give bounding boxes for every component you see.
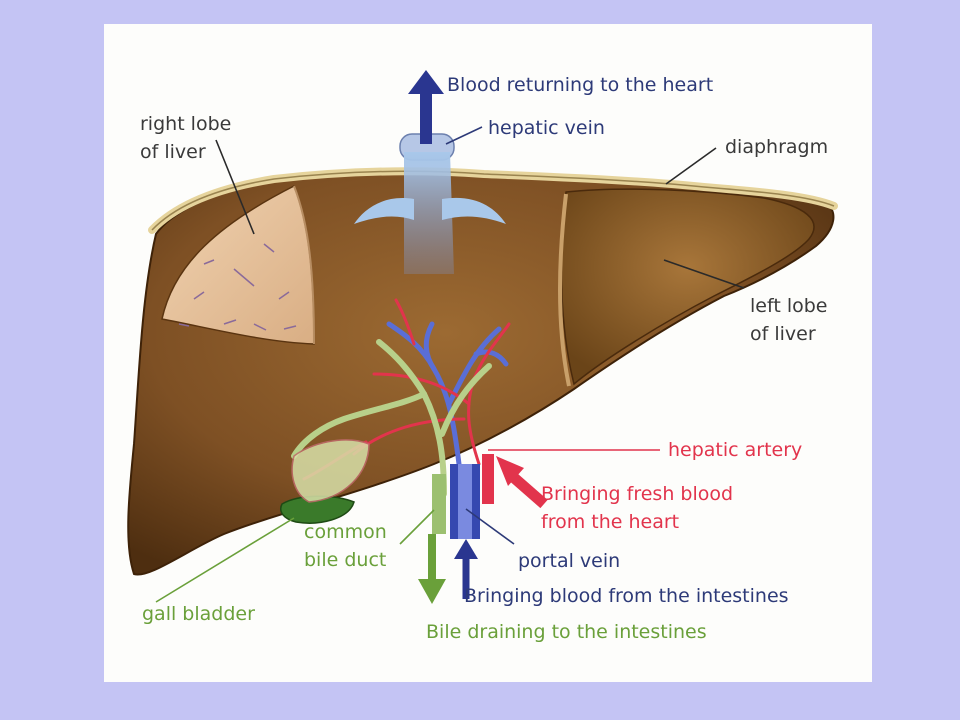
- label-fresh-blood-1: Bringing fresh blood: [541, 483, 734, 505]
- leader-left-lobe: [663, 259, 745, 289]
- diagram-panel: Blood returning to the heart hepatic vei…: [104, 24, 872, 682]
- label-left-lobe-1: left lobe: [750, 295, 828, 317]
- label-blood-returning: Blood returning to the heart: [447, 74, 714, 96]
- left-lobe: [560, 188, 815, 386]
- label-hepatic-artery: hepatic artery: [668, 439, 803, 461]
- leader-portal-vein: [465, 508, 515, 545]
- label-hepatic-vein: hepatic vein: [488, 117, 605, 139]
- falciform-ligament: [558, 193, 571, 387]
- leader-right-lobe: [215, 139, 255, 235]
- lobule-marks: [178, 243, 297, 331]
- label-blood-intestines: Bringing blood from the intestines: [464, 585, 789, 607]
- leader-hepatic-vein: [445, 126, 483, 145]
- liver-diagram: [127, 70, 838, 604]
- common-bile-duct: [432, 474, 446, 534]
- label-left-lobe-2: of liver: [750, 323, 816, 345]
- leader-common-bile-duct: [399, 509, 435, 545]
- label-fresh-blood-2: from the heart: [541, 511, 680, 533]
- fresh-blood-arrow: [508, 471, 548, 509]
- hepatic-artery-trunk: [482, 454, 494, 504]
- bile-duct-branches: [291, 339, 492, 497]
- label-common-bile-2: bile duct: [304, 549, 387, 571]
- hepatic-vein: [404, 152, 454, 274]
- label-diaphragm: diaphragm: [725, 136, 829, 158]
- label-gall-bladder: gall bladder: [142, 603, 255, 625]
- portal-vein-branches: [386, 321, 509, 467]
- label-bile-draining: Bile draining to the intestines: [426, 621, 707, 643]
- label-common-bile-1: common: [304, 521, 387, 543]
- label-right-lobe-1: right lobe: [140, 113, 232, 135]
- label-right-lobe-2: of liver: [140, 141, 206, 163]
- leader-diaphragm: [665, 147, 717, 185]
- leader-gall-bladder: [155, 517, 295, 603]
- label-portal-vein: portal vein: [518, 550, 621, 572]
